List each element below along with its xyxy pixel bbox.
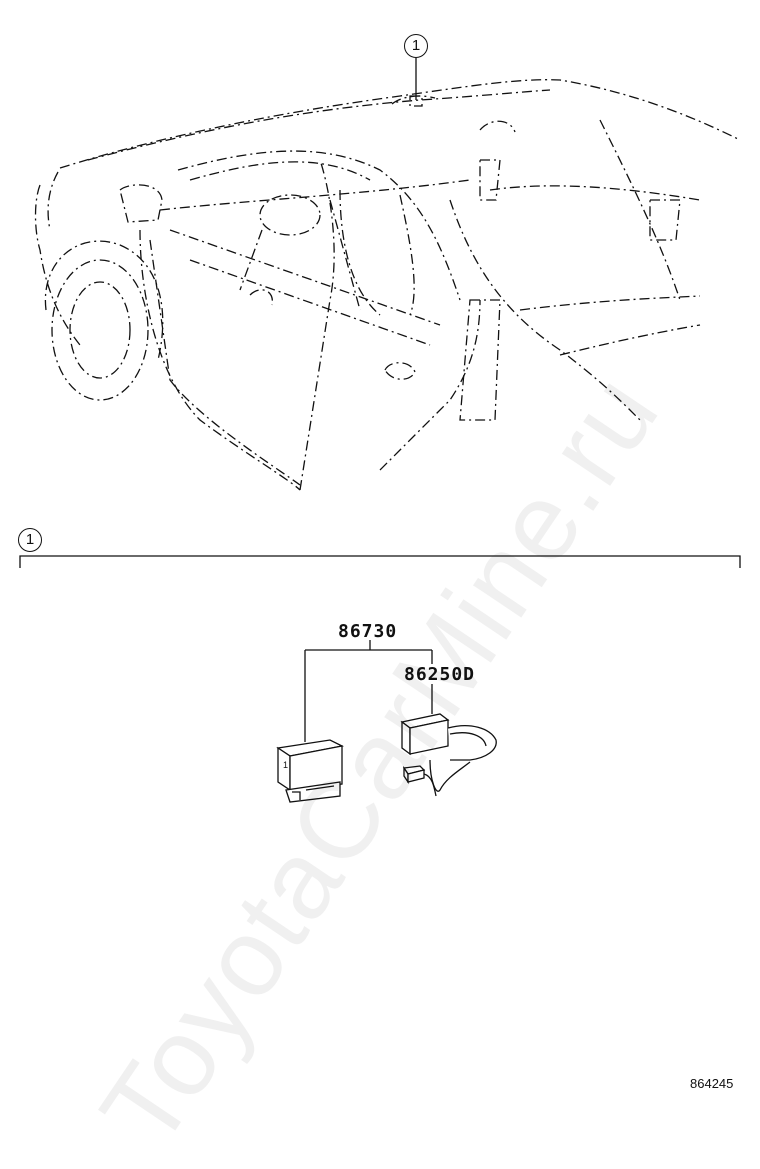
callout-marker-section: 1: [18, 528, 42, 552]
svg-text:1: 1: [283, 760, 288, 770]
car-illustration: [34, 58, 741, 491]
control-unit-drawing: 1: [276, 739, 345, 803]
figure-id: 864245: [690, 1076, 734, 1091]
section-bracket: 1: [19, 555, 741, 803]
antenna-drawing: [400, 713, 497, 797]
part-number-86730[interactable]: 86730: [338, 621, 398, 642]
callout-marker-top: 1: [404, 34, 428, 58]
part-number-86250d[interactable]: 86250D: [404, 664, 476, 685]
